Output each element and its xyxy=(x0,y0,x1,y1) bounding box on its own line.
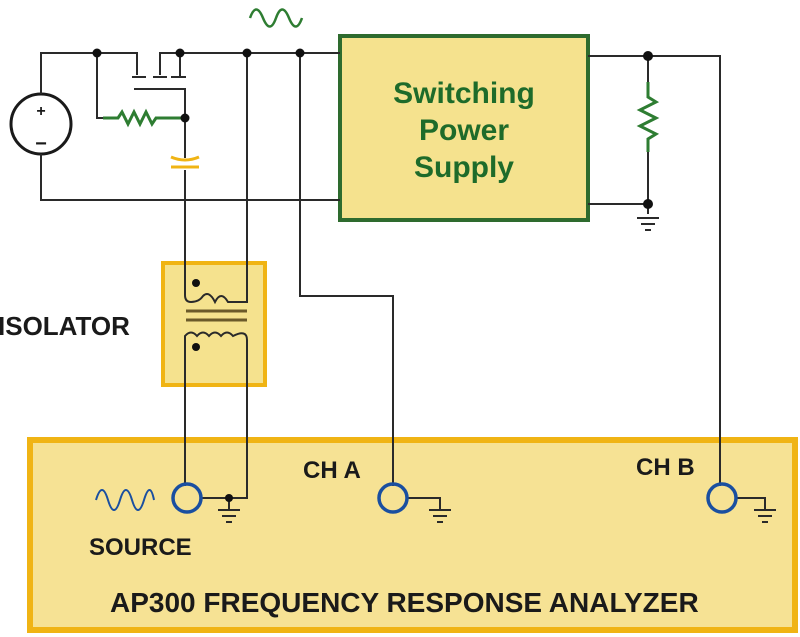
analyzer-box xyxy=(27,437,798,633)
injected-sine-wave-icon xyxy=(248,8,304,28)
transformer-icon xyxy=(184,279,248,380)
ch-b-label: CH B xyxy=(636,454,695,481)
source-sine-wave-icon xyxy=(95,489,155,511)
psu-label-line-1: Switching xyxy=(393,77,535,110)
psu-label-line-3: Supply xyxy=(414,151,514,184)
load-resistor-icon xyxy=(636,82,660,152)
capacitor-icon xyxy=(170,155,200,169)
gate-resistor-icon xyxy=(103,108,185,128)
ground-icon xyxy=(218,217,776,523)
source-port[interactable] xyxy=(171,482,203,514)
power-supply-block xyxy=(338,34,590,222)
isolator-box xyxy=(161,261,267,387)
wires xyxy=(40,52,766,510)
psu-label-line-2: Power xyxy=(419,114,509,147)
isolator-label: ISOLATOR xyxy=(0,311,130,341)
ch-b-port[interactable] xyxy=(706,482,738,514)
junction-dots xyxy=(92,48,653,502)
minus-sign: − xyxy=(35,133,47,155)
analyzer-title: AP300 FREQUENCY RESPONSE ANALYZER xyxy=(110,587,699,618)
voltage-source-icon: + − xyxy=(9,92,73,156)
plus-sign: + xyxy=(36,103,45,120)
source-label: SOURCE xyxy=(89,534,192,561)
ch-a-port[interactable] xyxy=(377,482,409,514)
ch-a-label: CH A xyxy=(303,457,361,484)
